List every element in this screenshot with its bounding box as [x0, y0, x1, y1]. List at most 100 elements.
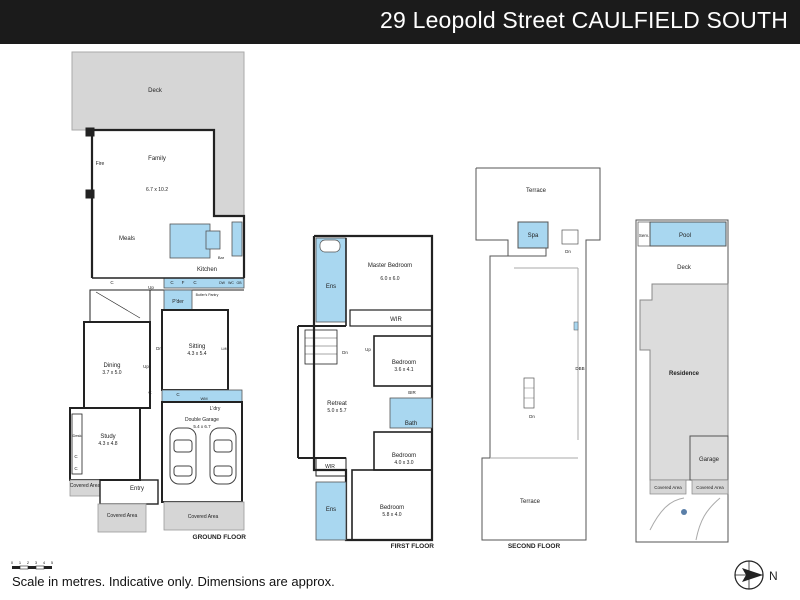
bedroom-dim: 3.6 x 4.1 — [394, 367, 413, 373]
sitting-room — [161, 309, 229, 391]
up-label: Up — [148, 285, 154, 290]
retreat-dim: 5.0 x 5.7 — [327, 408, 346, 414]
entry-label: Entry — [130, 486, 144, 492]
gb-label: GB — [236, 281, 242, 285]
laundry-label: L'dry — [210, 406, 221, 412]
ensuite-label: Ens — [326, 507, 336, 513]
sitting-label: Sitting — [189, 344, 206, 350]
bath-label: Bath — [405, 421, 417, 427]
study-dim: 4.3 x 4.8 — [98, 441, 117, 447]
dn-label: Dn — [565, 249, 571, 254]
scale-tick: 5 — [51, 560, 54, 565]
north-label: N — [769, 569, 778, 583]
family-label: Family — [148, 156, 166, 162]
bedroom-label: Bedroom — [392, 360, 416, 366]
ensuite-label: Ens — [326, 284, 336, 290]
site-labels: Serv. Pool Deck Residence Garage Covered… — [639, 233, 724, 490]
meals-label: Meals — [119, 236, 135, 242]
fridge-label: F — [182, 280, 185, 285]
dn-label: Dn — [529, 414, 535, 419]
covered-area-label: Covered Area — [107, 513, 138, 519]
compass-icon: N — [734, 560, 778, 590]
master-dim: 6.0 x 6.0 — [380, 276, 399, 282]
car-icon — [209, 427, 237, 485]
scale-tick: 0 — [11, 560, 14, 565]
dining-label: Dining — [103, 363, 120, 369]
bedroom-dim: 4.0 x 3.0 — [394, 460, 413, 466]
cupboard-label: C — [74, 466, 78, 471]
site-garage — [689, 435, 729, 481]
residence-label: Residence — [669, 371, 700, 377]
site-deck-label: Deck — [677, 265, 692, 271]
cupboard-label: C — [74, 454, 78, 459]
ground-floor-labels: Deck Family 6.7 x 10.2 Fire Meals Kitche… — [70, 88, 242, 520]
up-label: Up — [365, 347, 371, 352]
covered-area — [163, 501, 245, 531]
wir-label: WIR — [325, 464, 335, 470]
powder-label: P'der — [172, 299, 184, 305]
bir-label: BIR — [408, 390, 416, 395]
second-floor-title: SECOND FLOOR — [508, 543, 561, 550]
second-floor-plan — [475, 167, 601, 541]
family-dim: 6.7 x 10.2 — [146, 187, 168, 193]
covered-area-label: Covered Area — [654, 485, 682, 490]
family-wall — [88, 128, 246, 278]
title-bar: 29 Leopold Street CAULFIELD SOUTH — [0, 0, 800, 44]
scale-tick: 2 — [27, 560, 30, 565]
scale-bar: 0 1 2 3 4 5 — [11, 560, 54, 570]
cupboard-label: C — [193, 280, 197, 285]
bar-label: Bar — [218, 255, 225, 260]
site-plan — [635, 219, 729, 543]
residence-footprint — [639, 283, 729, 481]
bedroom-label: Bedroom — [392, 453, 416, 459]
disclaimer-text: Scale in metres. Indicative only. Dimens… — [12, 574, 335, 589]
covered-area — [97, 503, 147, 533]
first-floor-plan — [297, 234, 434, 542]
dn-label: Dn — [156, 346, 162, 351]
butler-label: Butler's Pantry — [196, 293, 219, 297]
ground-floor-plan — [69, 51, 246, 533]
fire-label: Fire — [96, 161, 105, 167]
dbb-label: DBB — [575, 366, 584, 371]
kitchen-label: Kitchen — [197, 267, 217, 273]
sitting-dim: 4.3 x 5.4 — [187, 351, 206, 357]
first-floor-labels: Master Bedroom 6.0 x 6.0 Ens WIR Bedroom… — [325, 263, 417, 518]
desk-label: Desk — [72, 433, 81, 438]
service-label: Serv. — [639, 233, 649, 238]
cupboard-label: C — [110, 280, 114, 285]
spa-label: Spa — [528, 233, 539, 239]
terrace-label: Terrace — [520, 499, 541, 505]
ensuite-2 — [315, 481, 347, 541]
cupboard-label: C — [176, 392, 180, 397]
property-address: 29 Leopold Street CAULFIELD SOUTH — [380, 7, 788, 33]
cupboard-label: C — [170, 280, 174, 285]
spa — [517, 221, 549, 249]
scale-tick: 4 — [43, 560, 46, 565]
bathroom — [389, 397, 433, 429]
bedroom-dim: 5.8 x 4.0 — [382, 512, 401, 518]
bedroom-label: Bedroom — [380, 505, 404, 511]
covered-area-label: Covered Area — [696, 485, 724, 490]
ground-floor-title: GROUND FLOOR — [193, 534, 247, 541]
retreat-label: Retreat — [327, 401, 347, 407]
scale-tick: 1 — [19, 560, 22, 565]
garage-label: Double Garage — [185, 417, 219, 423]
deck-label: Deck — [148, 88, 163, 94]
first-floor-title: FIRST FLOOR — [391, 543, 435, 550]
terrace-label: Terrace — [526, 188, 547, 194]
pool-label: Pool — [679, 233, 691, 239]
bedroom-3 — [351, 469, 433, 541]
kitchen-island — [169, 223, 211, 259]
cupboard-label: C — [148, 390, 152, 395]
wir-label: WIR — [390, 317, 402, 323]
dw-label: DW — [219, 281, 226, 285]
car-icon — [169, 427, 197, 485]
site-garage-label: Garage — [699, 457, 720, 463]
walk-in-robe — [349, 309, 433, 327]
second-floor-labels: Terrace Spa Dn Dn DBB Terrace — [520, 188, 585, 505]
pool — [649, 221, 727, 247]
up-label: Up — [143, 364, 149, 369]
covered-area-label: Covered Area — [70, 483, 101, 489]
wc-label: WC — [228, 281, 234, 285]
